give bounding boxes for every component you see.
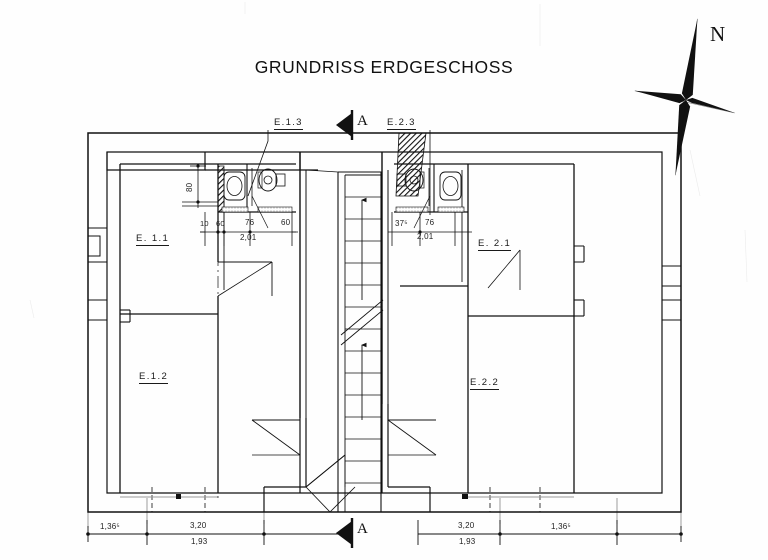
compass-north-label: N: [710, 22, 726, 46]
dim-left-bath-total: 2,01: [240, 233, 257, 242]
dim-bottom-left-2-lower: 1,93: [191, 537, 208, 546]
section-marker-a-bottom: A: [357, 521, 368, 537]
dim-left-bath-2: 60: [216, 219, 225, 228]
page-title: GRUNDRISS ERDGESCHOSS: [254, 57, 514, 77]
room-label-e12: E.1.2: [139, 371, 169, 384]
dim-right-bath-2: 76: [425, 218, 435, 227]
dim-bottom-right-1-upper: 3,20: [458, 521, 475, 530]
dim-left-bath-4: 60: [281, 218, 291, 227]
dim-left-bath-1: 10: [200, 219, 209, 228]
room-label-e13: E.1.3: [274, 117, 303, 130]
dim-left-wall-vertical: 80: [185, 182, 194, 192]
dim-right-bath-total: 2,01: [417, 232, 434, 241]
section-marker-a-top: A: [357, 113, 368, 129]
room-label-e11: E. 1.1: [136, 233, 170, 246]
dim-right-bath-1: 37⁵: [395, 219, 408, 228]
room-label-e22: E.2.2: [470, 377, 500, 390]
room-label-e21: E. 2.1: [478, 238, 512, 251]
dim-bottom-left-1-upper: 1,36⁵: [100, 522, 120, 531]
dim-bottom-right-2-upper: 1,36⁵: [551, 522, 571, 531]
dim-bottom-left-2-upper: 3,20: [190, 521, 207, 530]
dim-bottom-right-1-lower: 1,93: [459, 537, 476, 546]
room-label-e23: E.2.3: [387, 117, 416, 130]
dim-left-bath-3: 76: [245, 218, 255, 227]
